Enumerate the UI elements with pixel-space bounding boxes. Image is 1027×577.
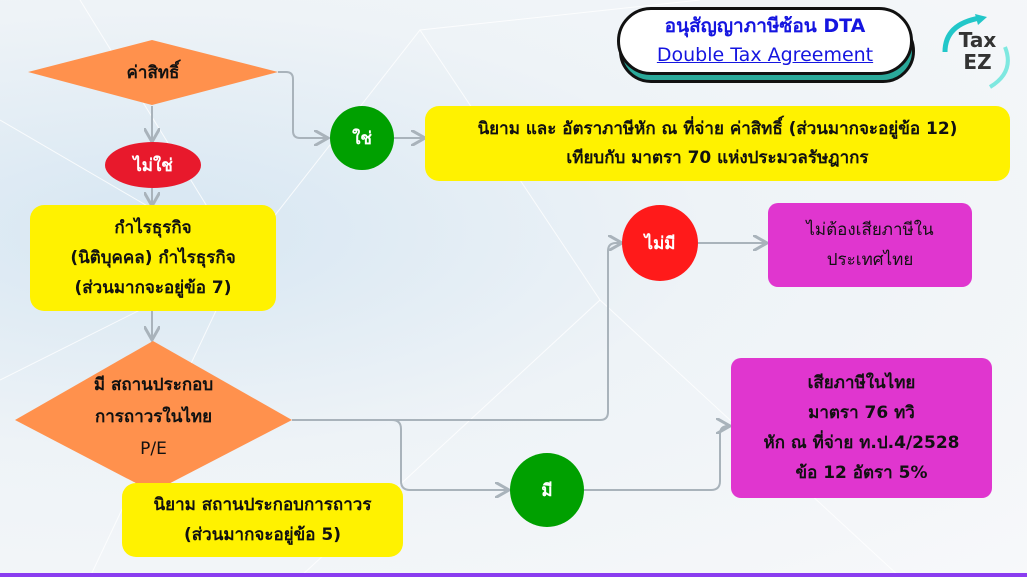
- yes-royalty-circle: ใช่: [330, 106, 394, 170]
- pay-tax-line2: มาตรา 76 ทวิ: [808, 403, 915, 423]
- logo-text-ez: EZ: [963, 50, 992, 74]
- pe-definition-line1: นิยาม สถานประกอบการถาวร: [153, 495, 372, 515]
- title-thai: อนุสัญญาภาษีซ้อน DTA: [664, 15, 866, 37]
- pay-tax-line1: เสียภาษีในไทย: [807, 373, 916, 393]
- pay-tax-line3: หัก ณ ที่จ่าย ท.ป.4/2528: [763, 433, 960, 453]
- no-tax-box: ไม่ต้องเสียภาษีใน ประเทศไทย: [768, 203, 972, 287]
- business-profit-line1: กำไรธุรกิจ: [114, 218, 192, 238]
- no-tax-line2: ประเทศไทย: [826, 250, 914, 270]
- royalty-definition-box: นิยาม และ อัตราภาษีหัก ณ ที่จ่าย ค่าสิทธ…: [425, 106, 1010, 181]
- has-pe-circle: มี: [510, 453, 584, 527]
- not-royalty-ellipse: ไม่ใช่: [105, 142, 201, 188]
- pe-decision-label: มี สถานประกอบ การถาวรในไทย P/E: [15, 341, 292, 492]
- pe-decision-line1: มี สถานประกอบ: [93, 374, 214, 395]
- pe-decision-diamond: [15, 341, 292, 492]
- pe-decision-line2: การถาวรในไทย: [94, 406, 213, 427]
- royalty-definition-line1: นิยาม และ อัตราภาษีหัก ณ ที่จ่าย ค่าสิทธ…: [477, 118, 958, 139]
- taxez-logo: Tax EZ: [935, 12, 1020, 90]
- business-profit-line3: (ส่วนมากจะอยู่ข้อ 7): [74, 278, 232, 298]
- no-tax-line1: ไม่ต้องเสียภาษีใน: [806, 220, 934, 240]
- royalty-decision-diamond: [28, 40, 278, 105]
- pay-tax-box: เสียภาษีในไทย มาตรา 76 ทวิ หัก ณ ที่จ่าย…: [731, 358, 992, 498]
- connector-pe-haspe: [391, 419, 507, 490]
- pay-tax-line4: ข้อ 12 อัตรา 5%: [795, 463, 928, 483]
- title-english[interactable]: Double Tax Agreement: [656, 44, 874, 66]
- royalty-decision-label: ค่าสิทธิ์: [126, 62, 180, 83]
- connector-pe-nope: [292, 243, 620, 421]
- royalty-definition-line2: เทียบกับ มาตรา 70 แห่งประมวลรัษฎากร: [566, 147, 869, 168]
- pe-definition-line2: (ส่วนมากจะอยู่ข้อ 5): [184, 525, 341, 545]
- pe-definition-box: นิยาม สถานประกอบการถาวร (ส่วนมากจะอยู่ข้…: [122, 483, 403, 557]
- connector-royalty-yes: [278, 71, 326, 138]
- business-profit-box: กำไรธุรกิจ (นิติบุคคล) กำไรธุรกิจ (ส่วนม…: [30, 205, 276, 311]
- connector-haspe-paytax: [584, 426, 728, 491]
- business-profit-line2: (นิติบุคคล) กำไรธุรกิจ: [70, 248, 236, 268]
- bottom-accent-line: [0, 573, 1027, 577]
- logo-swoosh-icon: [942, 14, 1010, 89]
- logo-text-tax: Tax: [958, 28, 997, 52]
- pe-decision-line3: P/E: [140, 438, 167, 459]
- title-banner: อนุสัญญาภาษีซ้อน DTA Double Tax Agreemen…: [617, 5, 917, 85]
- no-pe-circle: ไม่มี: [622, 205, 698, 281]
